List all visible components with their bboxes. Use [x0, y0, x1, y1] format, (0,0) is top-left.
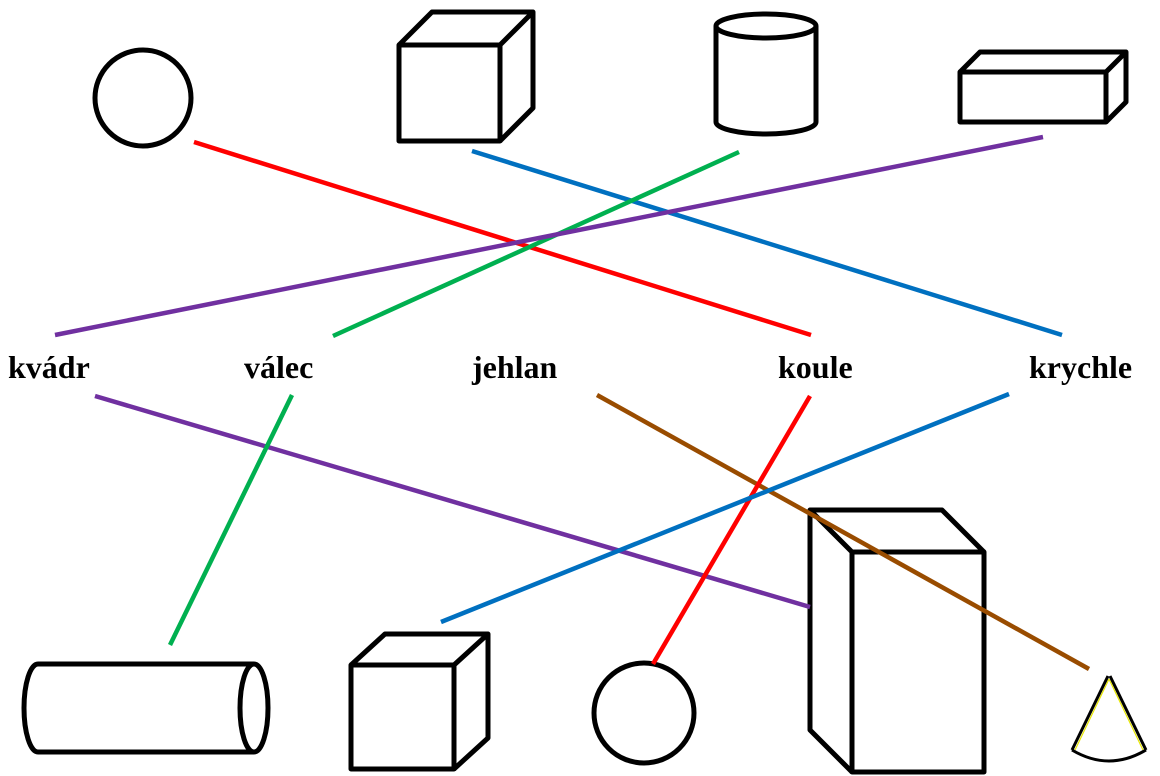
connection-line-purple [94, 393, 811, 610]
label-krychle: krychle [1029, 349, 1133, 385]
cylinder-icon [713, 11, 819, 137]
cone-icon [1070, 675, 1148, 763]
connection-line-purple [54, 134, 1044, 338]
connection-line-brown [595, 393, 1091, 671]
connection-line-green [332, 149, 740, 339]
lying-cylinder-icon [21, 661, 271, 755]
connection-line-blue [440, 391, 1010, 625]
label-kvadr: kvádr [8, 349, 90, 385]
connection-line-green [167, 394, 295, 646]
label-valec: válec [244, 349, 314, 385]
cube-icon [396, 9, 536, 144]
connection-line-blue [471, 148, 1063, 338]
label-koule: koule [778, 349, 853, 385]
cuboid-icon [957, 49, 1129, 125]
tall-cuboid-icon [807, 507, 987, 775]
sphere-icon [92, 47, 194, 149]
connection-line-red [193, 139, 812, 338]
connection-line-red [651, 394, 812, 666]
cube-icon [348, 631, 491, 772]
sphere-icon [591, 660, 697, 766]
label-jehlan: jehlan [472, 349, 558, 385]
